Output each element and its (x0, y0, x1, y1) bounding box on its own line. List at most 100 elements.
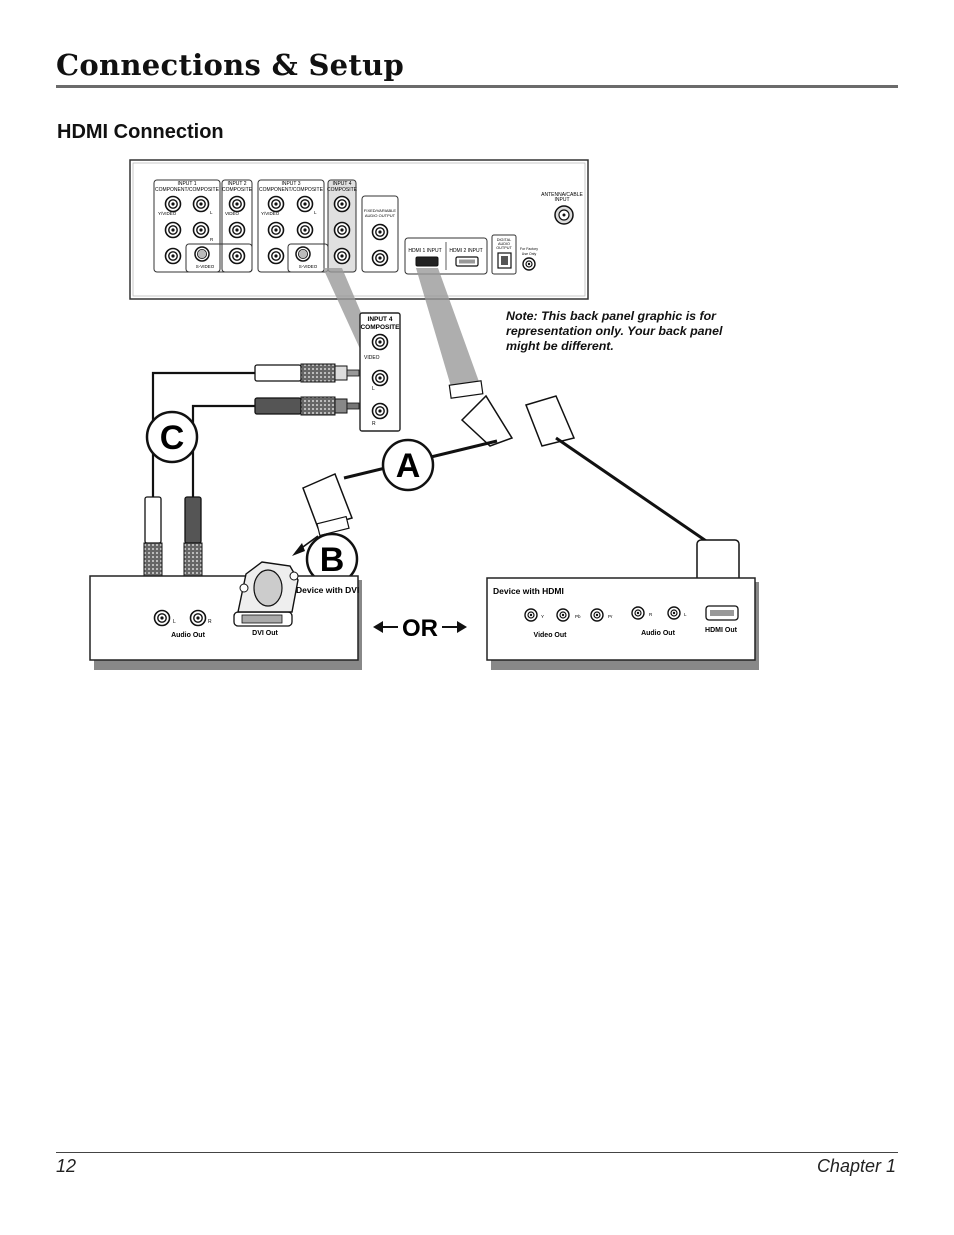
svg-text:C: C (160, 419, 185, 457)
hdmi-device-y-jack[interactable] (524, 608, 538, 622)
hdmi-device-port[interactable] (705, 605, 739, 621)
audio-out-r-jack[interactable] (371, 249, 389, 267)
dvi-device-audio-out-label: Audio Out (171, 632, 205, 639)
antenna-label-2: INPUT (555, 197, 570, 203)
antenna-label-1: ANTENNA/CABLE (541, 192, 583, 198)
or-label: OR (402, 615, 438, 642)
title-rule (56, 85, 898, 88)
hdmi-device-pb-jack[interactable] (556, 608, 570, 622)
back-panel-note: Note: This back panel graphic is for rep… (506, 309, 723, 353)
input4-video-jack[interactable] (333, 195, 351, 213)
hdmi-device-hdmi-out-label: HDMI Out (705, 627, 738, 634)
digital-audio-label-1: DIGITAL (497, 238, 512, 242)
factory-jack (522, 257, 536, 271)
input2-video-jack[interactable] (228, 195, 246, 213)
input1-pb-jack[interactable] (164, 221, 182, 239)
input3-y-video-jack[interactable] (267, 195, 285, 213)
input2-r-jack[interactable] (228, 247, 246, 265)
input3-l-jack[interactable] (296, 195, 314, 213)
input3-pr-jack[interactable] (267, 247, 285, 265)
input1-pr-jack[interactable] (164, 247, 182, 265)
arrow-left-icon (373, 621, 383, 633)
input2-label-1: INPUT 2 (227, 181, 246, 187)
hdmi-device-title: Device with HDMI (493, 586, 564, 596)
svg-text:A: A (396, 447, 421, 485)
callout-l-label: L (372, 386, 375, 392)
callout-r-jack[interactable] (371, 402, 389, 420)
dvi-device-audio-r-jack[interactable] (189, 609, 207, 627)
input4-l-jack[interactable] (333, 221, 351, 239)
arrow-right-icon (457, 621, 467, 633)
hdmi-device-audio-l-jack[interactable] (667, 606, 681, 620)
svideo1-jack[interactable] (194, 246, 210, 262)
input1-r-label: R (210, 237, 214, 242)
or-indicator: OR (373, 615, 467, 642)
input4-callout: INPUT 4 COMPOSITE VIDEO L R (359, 312, 401, 432)
audio-out-l-jack[interactable] (371, 223, 389, 241)
page-number: 12 (56, 1156, 77, 1176)
dvi-device-audio-l-jack[interactable] (153, 609, 171, 627)
input1-l-label: L (210, 210, 213, 215)
input1-l-jack[interactable] (192, 195, 210, 213)
dvi-port[interactable] (233, 611, 293, 627)
input3-label-2: COMPONENT/COMPOSITE (259, 187, 324, 193)
hdmi-device-l-label: L (684, 612, 687, 617)
chapter-label: Chapter 1 (816, 1156, 896, 1176)
input3-r-jack[interactable] (296, 221, 314, 239)
connection-diagram: INPUT 1 COMPONENT/COMPOSITE Y/VIDEO L R … (89, 159, 759, 670)
callout-r-label: R (372, 421, 376, 427)
input3-y-label: Y/VIDEO (261, 211, 280, 216)
hdmi-device-audio-r-jack[interactable] (631, 606, 645, 620)
input2-label-2: COMPOSITE (222, 187, 253, 193)
callout-l-jack[interactable] (371, 369, 389, 387)
hdmi-cable-device (525, 395, 740, 593)
input3-pb-jack[interactable] (267, 221, 285, 239)
input1-y-label: Y/VIDEO (158, 211, 177, 216)
marker-c: C (145, 410, 199, 464)
fixed-variable-label-2: AUDIO OUTPUT (365, 213, 396, 218)
input2-video-label: VIDEO (225, 211, 240, 216)
hdmi-device-r-label: R (649, 612, 653, 617)
hdmi-device-pr-jack[interactable] (590, 608, 604, 622)
hdmi1-port[interactable] (415, 256, 439, 267)
factory-label-2: Use Only (522, 252, 537, 256)
callout-video-jack[interactable] (371, 333, 389, 351)
input4-label-2: COMPOSITE (327, 187, 358, 193)
factory-label-1: For Factory (520, 247, 538, 251)
hdmi-device-video-out-label: Video Out (534, 632, 568, 639)
hdmi-plug-to-dvi (292, 472, 353, 556)
svideo2-jack[interactable] (295, 246, 311, 262)
rca-audio-cable-white (151, 363, 360, 497)
dvi-device-r-label: R (208, 619, 212, 625)
marker-b: B (305, 532, 359, 586)
input1-r-jack[interactable] (192, 221, 210, 239)
fixed-variable-label-1: FIXED/VARIABLE (364, 208, 396, 213)
input1-label-2: COMPONENT/COMPOSITE (155, 187, 220, 193)
input1-y-video-jack[interactable] (164, 195, 182, 213)
input3-l-label: L (314, 210, 317, 215)
marker-a: A (381, 438, 435, 492)
callout-title-2: COMPOSITE (360, 324, 400, 331)
input4-r-jack[interactable] (333, 247, 351, 265)
hdmi-device-pb-label: Pb (575, 614, 581, 619)
svg-text:B: B (320, 541, 345, 579)
hdmi-device-audio-out-label: Audio Out (641, 630, 675, 637)
hdmi1-label: HDMI 1 INPUT (408, 248, 441, 254)
page-title: Connections & Setup (56, 48, 405, 82)
digital-audio-label-2: AUDIO (498, 242, 510, 246)
svideo1-label: S-VIDEO (196, 264, 215, 269)
dvi-device-l-label: L (173, 619, 176, 625)
input3-label-1: INPUT 3 (281, 181, 300, 187)
hdmi2-label: HDMI 2 INPUT (449, 248, 482, 254)
input2-l-jack[interactable] (228, 221, 246, 239)
hdmi-device: Device with HDMI Y Pb Pr Video Out R L A… (486, 577, 759, 670)
dvi-device: Device with DVI L R Audio Out DVI Out (89, 561, 362, 670)
antenna-connector[interactable] (554, 205, 574, 225)
hdmi-device-y-label: Y (541, 614, 544, 619)
footer-rule (56, 1152, 898, 1153)
callout-title-1: INPUT 4 (368, 316, 393, 323)
svideo2-label: S-VIDEO (299, 264, 318, 269)
callout-video-label: VIDEO (364, 355, 380, 361)
dvi-device-dvi-out-label: DVI Out (252, 630, 278, 637)
section-heading: HDMI Connection (57, 121, 224, 143)
